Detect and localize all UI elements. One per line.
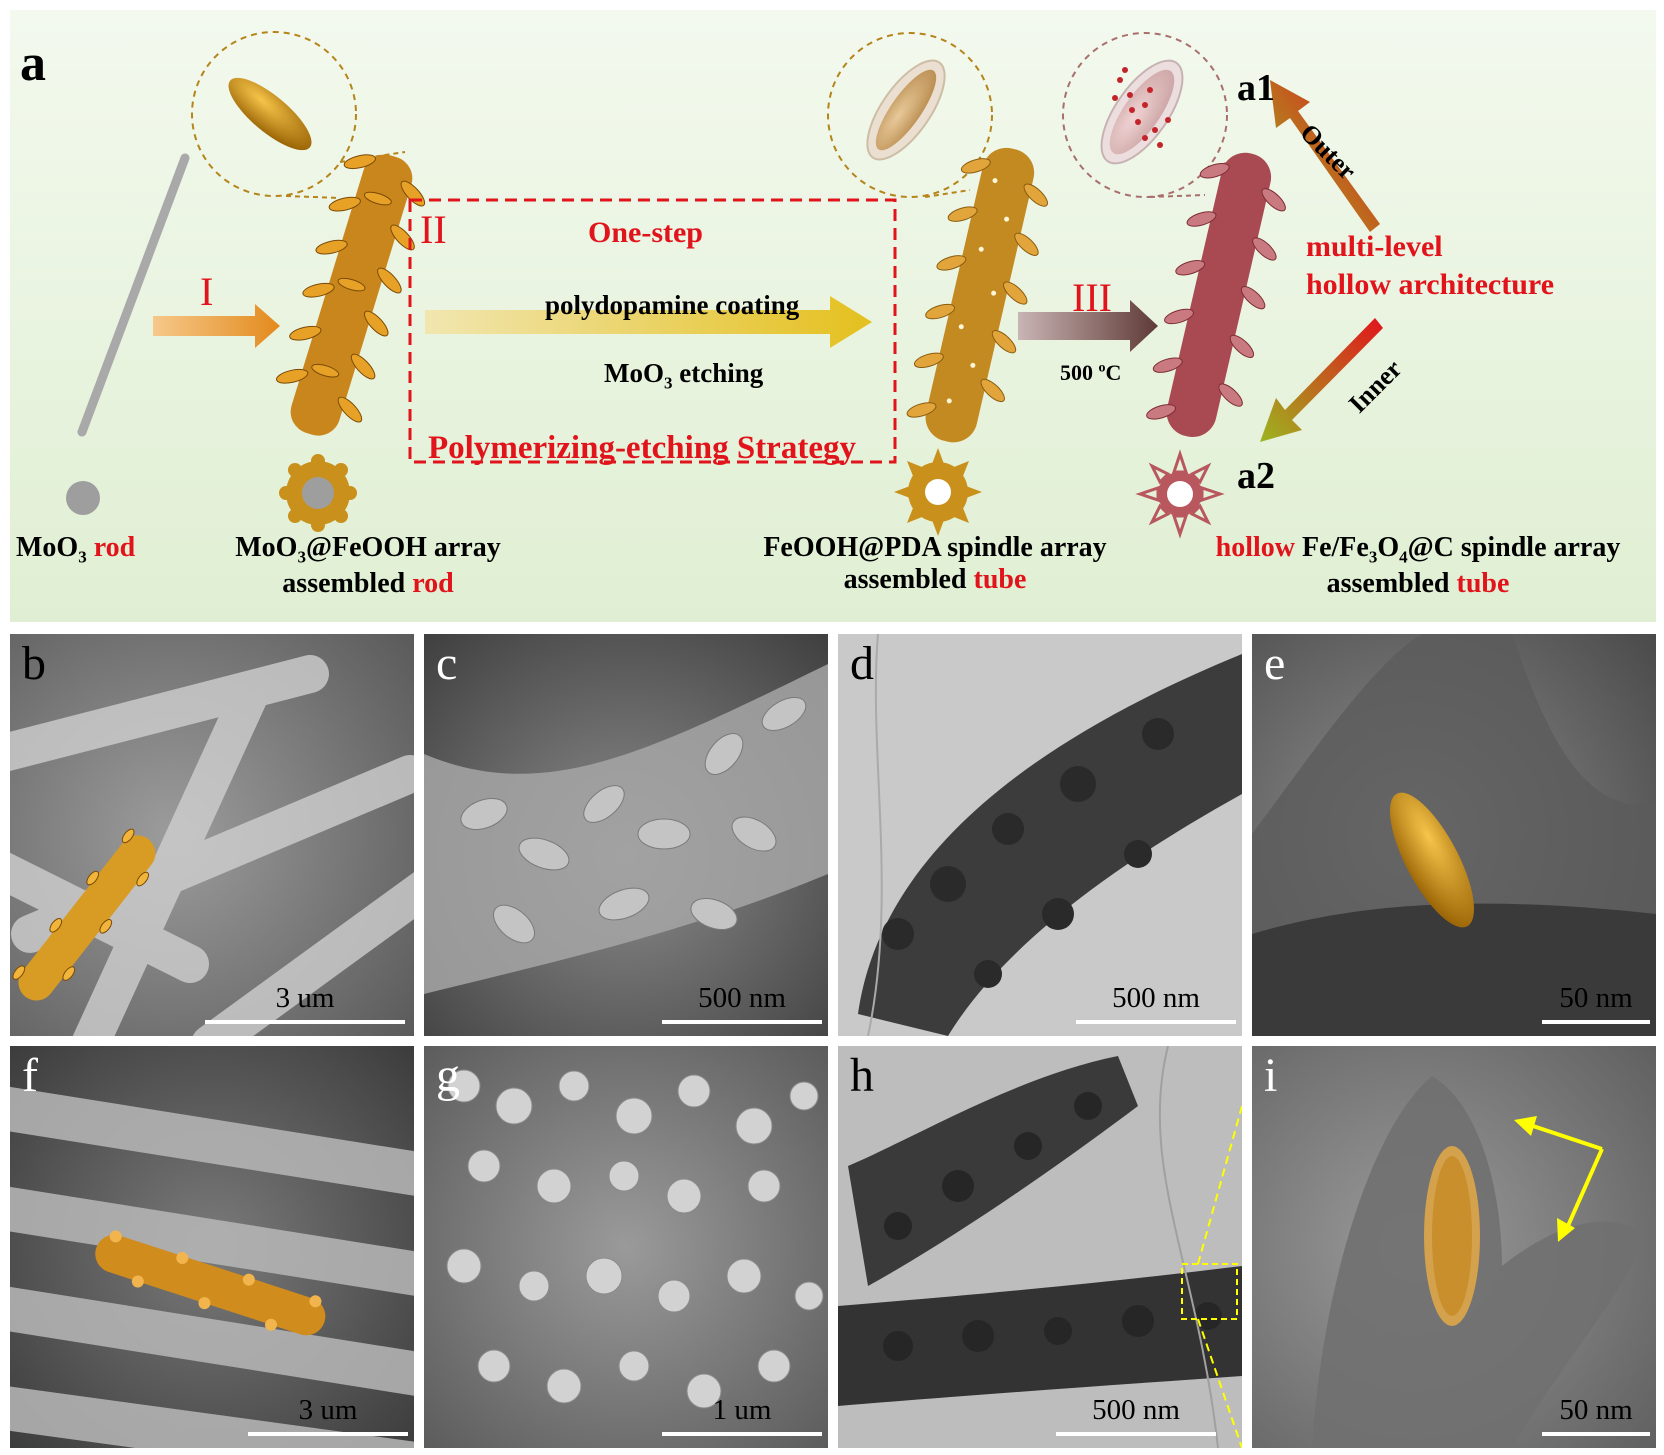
arrow-step-II	[425, 296, 872, 348]
moo3-rod-shape	[77, 153, 190, 437]
spindle-gold-inset	[228, 77, 312, 151]
feooh-pda-tube	[906, 147, 1048, 443]
hollow-architecture-label: hollow architecture	[1306, 268, 1555, 301]
rod-cross-section-gear	[279, 454, 357, 532]
scale-text-g: 1 um	[712, 1394, 772, 1426]
scale-bar-e	[1542, 1020, 1650, 1024]
hollow-spindle-inset	[1109, 69, 1175, 155]
one-step-label: One-step	[588, 216, 703, 249]
panel-label-c: c	[436, 637, 458, 690]
scale-bar-d	[1076, 1020, 1236, 1024]
a2-label: a2	[1237, 455, 1275, 497]
scale-text-h: 500 nm	[1092, 1394, 1180, 1426]
moo3-rod-cross-section	[66, 481, 100, 515]
panel-label-i: i	[1264, 1049, 1278, 1102]
panel-e-tem: e 50 nm	[1252, 634, 1656, 1036]
one-step-box	[408, 198, 897, 464]
arrow-outer	[1270, 80, 1380, 232]
scale-text-f: 3 um	[298, 1394, 358, 1426]
spindle-pda-inset	[875, 69, 937, 151]
arrow-inner	[1260, 318, 1383, 442]
moo3-etching-label: MoO3 etching	[604, 358, 764, 393]
panel-b-sem: b 3 um	[10, 634, 414, 1036]
tube-cross-section-gear	[894, 448, 982, 536]
scale-bar-f	[248, 1432, 408, 1436]
moo3-feooh-rod	[276, 154, 426, 436]
panel-g-sem: g 1 um	[424, 1046, 828, 1448]
caption-moo3-rod: MoO3 rod	[16, 532, 136, 567]
scale-text-i: 50 nm	[1559, 1394, 1633, 1426]
strategy-label: Polymerizing-etching Strategy	[428, 430, 856, 466]
panel-h-tem: h 500 nm	[838, 1046, 1242, 1448]
panel-f-sem: f 3 um	[10, 1046, 414, 1448]
scale-text-b: 3 um	[275, 982, 335, 1014]
scheme-graphics	[66, 31, 1383, 539]
panel-i-tem: i 50 nm	[1252, 1046, 1656, 1448]
step-II-label: II	[420, 207, 447, 252]
panel-label-b: b	[22, 637, 46, 690]
panel-label-g: g	[436, 1049, 460, 1102]
panel-d-tem: d 500 nm	[838, 634, 1242, 1036]
scale-text-c: 500 nm	[698, 982, 786, 1014]
scale-bar-c	[662, 1020, 822, 1024]
panel-label-a: a	[20, 35, 46, 92]
temperature-label: 500 oC	[1060, 360, 1122, 385]
scale-text-e: 50 nm	[1559, 982, 1633, 1014]
fe-fe3o4-c-tube	[1146, 152, 1286, 437]
panel-label-e: e	[1264, 637, 1286, 690]
scale-bar-h	[1056, 1432, 1216, 1436]
panel-label-h: h	[850, 1049, 874, 1102]
step-III-label: III	[1072, 275, 1112, 320]
scheme-panel-a: a I II III One-step polydopamine coating…	[10, 10, 1656, 622]
scale-bar-g	[662, 1432, 822, 1436]
panel-label-d: d	[850, 637, 874, 690]
multi-level-label: multi-level	[1306, 230, 1443, 263]
pda-coating-label: polydopamine coating	[545, 290, 800, 320]
a1-label: a1	[1237, 67, 1275, 109]
hollow-tube-cross-section	[1135, 449, 1225, 539]
arrow-step-I	[153, 304, 280, 348]
panel-c-sem: c 500 nm	[424, 634, 828, 1036]
panel-label-f: f	[22, 1049, 38, 1102]
zoom-box	[1181, 1263, 1238, 1320]
scale-text-d: 500 nm	[1112, 982, 1200, 1014]
scale-bar-b	[205, 1020, 405, 1024]
arrow-step-III	[1018, 300, 1158, 352]
step-I-label: I	[200, 269, 214, 314]
scale-bar-i	[1542, 1432, 1650, 1436]
